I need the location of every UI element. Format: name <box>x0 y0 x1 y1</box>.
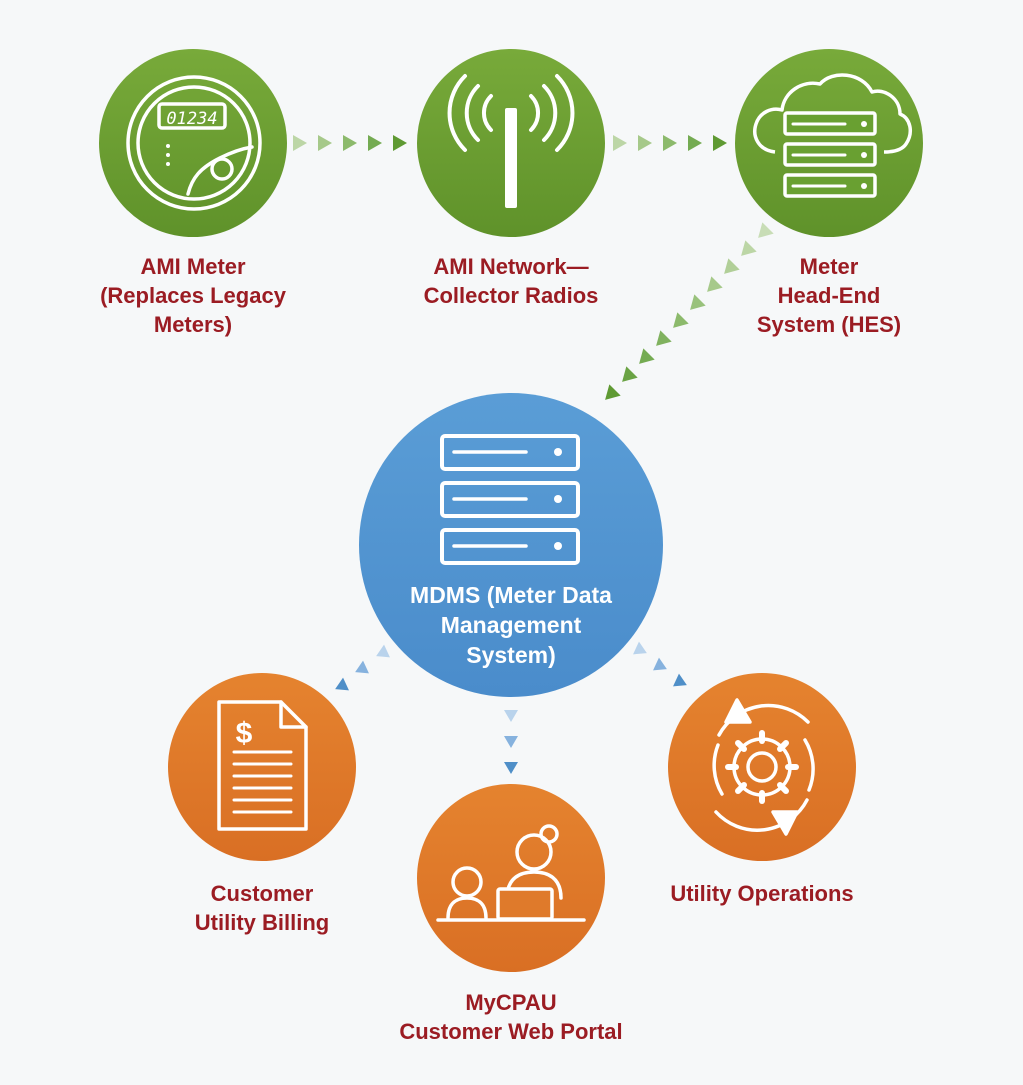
hes-label: Meter Head-End System (HES) <box>719 252 939 339</box>
hes-label-line: Meter <box>799 254 859 279</box>
mdms-label-line: System) <box>466 642 556 668</box>
portal-label: MyCPAU Customer Web Portal <box>361 988 661 1046</box>
arrow-mdms-to-operations <box>633 641 687 687</box>
meter-icon <box>126 75 262 211</box>
ami-meter-label: AMI Meter (Replaces Legacy Meters) <box>93 252 293 339</box>
dollar-sign-icon: $ <box>236 717 253 750</box>
ami-network-label: AMI Network— Collector Radios <box>391 252 631 310</box>
people-computer-icon <box>436 824 586 922</box>
operations-node <box>668 673 856 861</box>
operations-label: Utility Operations <box>632 879 892 908</box>
billing-node <box>168 673 356 861</box>
radio-tower-icon <box>447 74 575 208</box>
operations-label-line: Utility Operations <box>670 881 854 906</box>
ami-meter-label-line: Meters) <box>153 312 233 337</box>
mdms-label: MDMS (Meter Data Management System) <box>381 580 641 670</box>
invoice-icon <box>217 700 308 831</box>
portal-label-line: Customer Web Portal <box>399 1019 623 1044</box>
mdms-label-line: Management <box>440 612 582 638</box>
portal-node <box>417 784 605 972</box>
billing-label-line: Customer <box>210 881 314 906</box>
ami-meter-label-line: (Replaces Legacy <box>100 283 286 308</box>
mdms-label-line: MDMS (Meter Data <box>410 582 612 608</box>
arrow-network-to-hes <box>613 135 727 151</box>
arrow-hes-to-mdms <box>605 222 774 400</box>
billing-label-line: Utility Billing <box>194 910 330 935</box>
cloud-server-icon <box>753 73 912 198</box>
meter-display-digits: 01234 <box>166 109 217 129</box>
arrow-mdms-to-portal <box>504 710 518 774</box>
server-stack-icon <box>440 434 580 565</box>
hes-label-line: Head-End <box>777 283 881 308</box>
ami-meter-label-line: AMI Meter <box>140 254 246 279</box>
hes-label-line: System (HES) <box>756 312 902 337</box>
ami-network-label-line: AMI Network— <box>433 254 589 279</box>
ami-network-label-line: Collector Radios <box>423 283 599 308</box>
billing-label: Customer Utility Billing <box>152 879 372 937</box>
arrow-meter-to-network <box>293 135 407 151</box>
portal-label-line: MyCPAU <box>465 990 557 1015</box>
arrow-mdms-to-billing <box>335 644 390 691</box>
gear-cycle-icon <box>712 698 815 836</box>
